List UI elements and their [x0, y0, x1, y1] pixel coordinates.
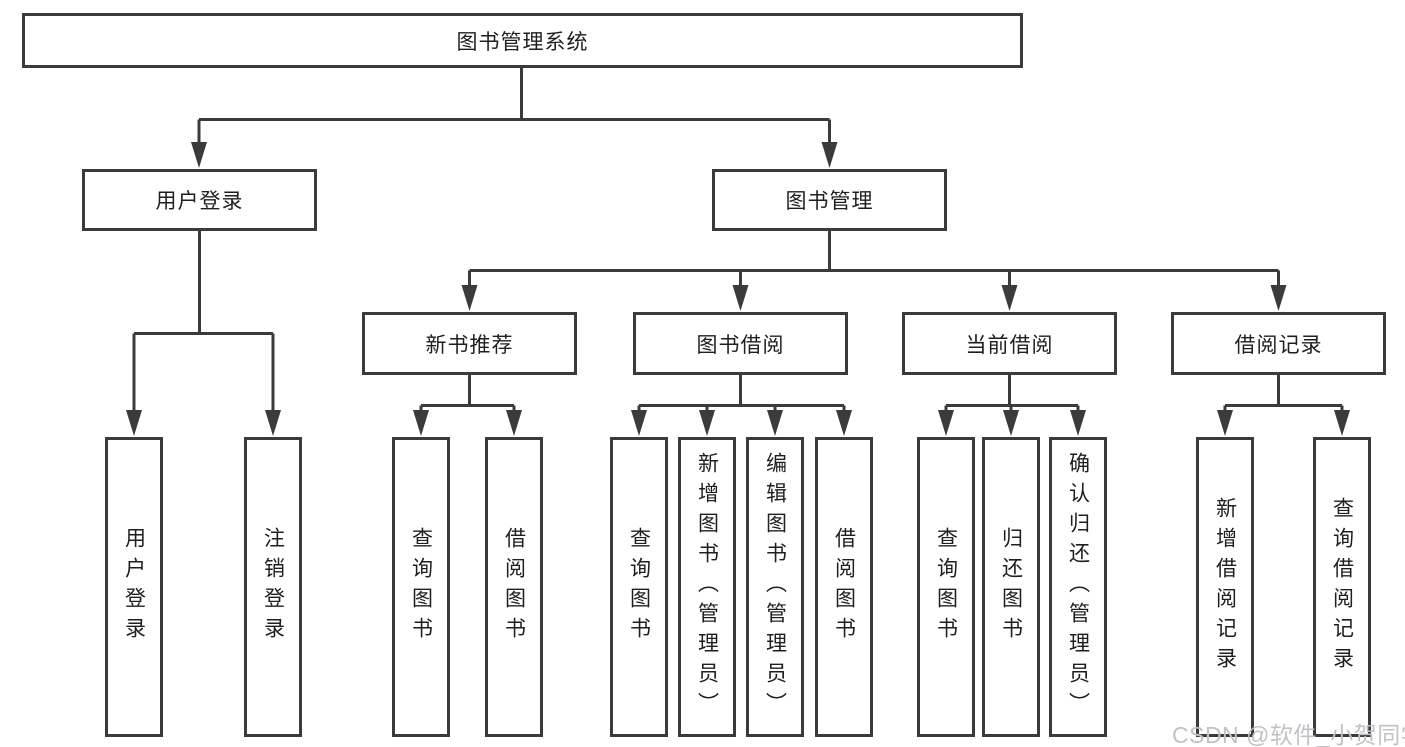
leaf-recommend-borrow-books: 借阅图书 [485, 437, 543, 737]
node-label: 借阅图书 [832, 527, 856, 647]
node-label: 借阅记录 [1234, 333, 1323, 357]
arrowheads [126, 142, 1350, 436]
leaf-current-return-books: 归还图书 [982, 437, 1040, 737]
arrow-down-icon [836, 410, 852, 436]
node-label: 用户登录 [155, 190, 244, 213]
node-label: 新书推荐 [425, 333, 514, 357]
connector-newbook-to-leaves [419, 375, 516, 415]
leaf-logout: 注销登录 [244, 437, 302, 737]
node-book-management: 图书管理 [712, 169, 947, 231]
node-label: 借阅图书 [502, 527, 526, 647]
node-label: 图书管理 [785, 190, 874, 213]
node-label: 新增图书（管理员） [695, 452, 719, 722]
leaf-borrow-add-books-admin: 新增图书（管理员） [678, 437, 736, 737]
arrow-down-icon [821, 142, 838, 168]
leaf-borrow-edit-books-admin: 编辑图书（管理员） [746, 437, 804, 737]
connector-currentborrow-to-leaves [944, 375, 1080, 415]
leaf-records-query-record: 查询借阅记录 [1313, 437, 1371, 737]
connector-records-to-leaves [1223, 375, 1344, 415]
node-current-borrowing: 当前借阅 [902, 312, 1117, 375]
watermark-text: CSDN @软件_小贺同学 [1172, 722, 1405, 747]
arrow-down-icon [1001, 285, 1018, 311]
node-label: 图书管理系统 [456, 30, 589, 54]
arrow-down-icon [413, 410, 429, 436]
arrow-down-icon [461, 285, 478, 311]
leaf-recommend-query-books: 查询图书 [392, 437, 450, 737]
arrow-down-icon [1217, 410, 1233, 436]
node-book-borrowing: 图书借阅 [633, 312, 848, 375]
arrow-down-icon [1334, 410, 1350, 436]
node-label: 注销登录 [261, 527, 285, 647]
arrow-down-icon [699, 410, 715, 436]
node-label: 查询图书 [409, 527, 433, 647]
arrow-down-icon [631, 410, 647, 436]
leaf-records-add-record: 新增借阅记录 [1196, 437, 1254, 737]
node-label: 当前借阅 [965, 333, 1054, 357]
node-label: 确认归还（管理员） [1066, 452, 1090, 722]
node-label: 新增借阅记录 [1213, 497, 1237, 677]
connector-bookmgmt-to-level2 [468, 231, 1280, 290]
arrow-down-icon [506, 410, 522, 436]
arrow-down-icon [265, 410, 281, 436]
connector-root-to-level1 [197, 68, 831, 147]
connector-bookborrow-to-leaves [637, 375, 846, 415]
leaf-borrow-query-books: 查询图书 [610, 437, 668, 737]
node-user-login: 用户登录 [82, 169, 317, 231]
node-root-system: 图书管理系统 [22, 13, 1023, 68]
leaf-user-login: 用户登录 [105, 437, 163, 737]
node-label: 归还图书 [999, 527, 1023, 647]
node-borrowing-records: 借阅记录 [1171, 312, 1386, 375]
node-label: 查询图书 [934, 527, 958, 647]
node-label: 图书借阅 [696, 333, 785, 357]
node-label: 查询图书 [627, 527, 651, 647]
node-label: 用户登录 [122, 527, 146, 647]
arrow-down-icon [938, 410, 954, 436]
node-label: 查询借阅记录 [1330, 497, 1354, 677]
leaf-current-query-books: 查询图书 [917, 437, 975, 737]
arrow-down-icon [732, 285, 749, 311]
arrow-down-icon [126, 410, 142, 436]
arrow-down-icon [191, 142, 207, 168]
arrow-down-icon [1003, 410, 1019, 436]
arrow-down-icon [767, 410, 783, 436]
connector-userlogin-to-leaves [132, 231, 275, 415]
node-label: 编辑图书（管理员） [763, 452, 787, 722]
leaf-current-confirm-return-admin: 确认归还（管理员） [1049, 437, 1107, 737]
node-new-book-recommendation: 新书推荐 [362, 312, 577, 375]
leaf-borrow-borrow-books: 借阅图书 [815, 437, 873, 737]
arrow-down-icon [1070, 410, 1086, 436]
arrow-down-icon [1270, 285, 1287, 311]
